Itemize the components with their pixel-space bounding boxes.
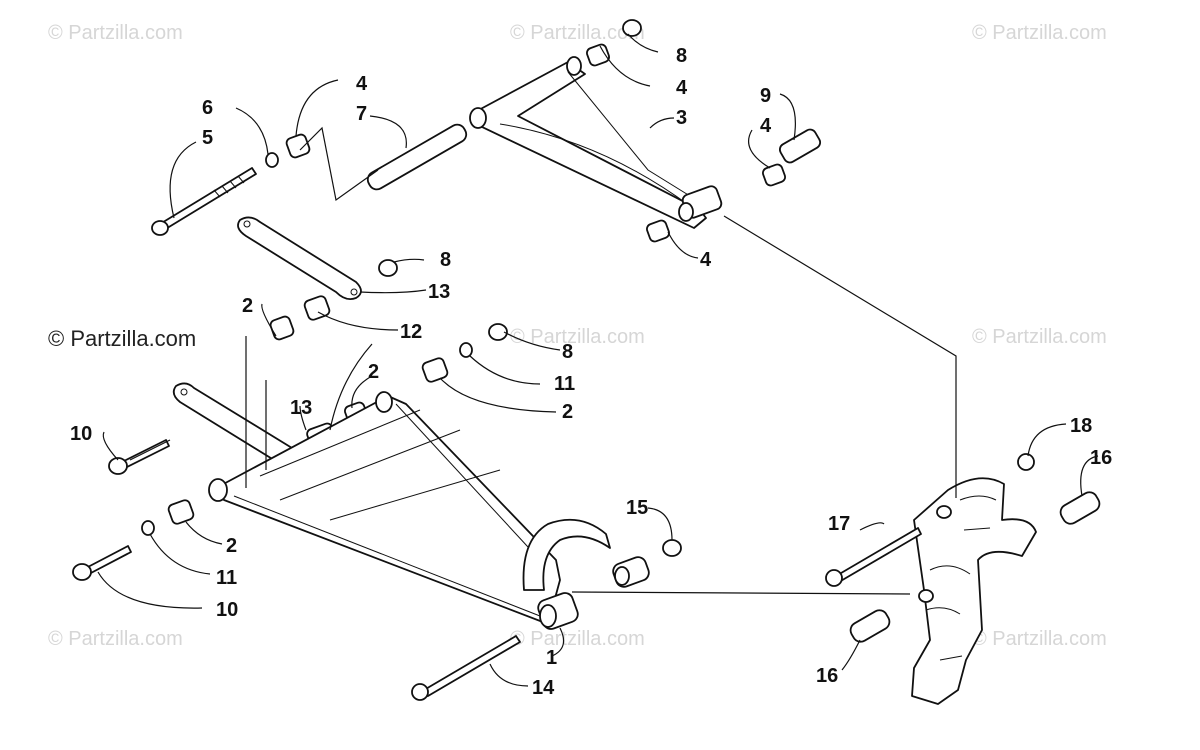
watermark-bottom-center: © Partzilla.com <box>510 628 645 650</box>
watermark-top-right: © Partzilla.com <box>972 22 1107 44</box>
callout-labels: 1 2 2 2 2 3 4 4 4 4 5 6 7 8 8 8 9 10 10 … <box>70 45 1112 699</box>
callout-2-b: 2 <box>368 361 379 383</box>
lower-link <box>172 382 298 467</box>
assembly-lines <box>129 215 957 595</box>
callout-2-c: 2 <box>562 401 573 423</box>
watermark-mid-center: © Partzilla.com <box>510 326 645 348</box>
callout-11-b: 11 <box>216 567 237 589</box>
upper-pivot-sleeve <box>366 123 468 191</box>
upper-bushings <box>265 19 822 243</box>
watermark-bottom-right: © Partzilla.com <box>972 628 1107 650</box>
upper-bolt <box>151 167 257 236</box>
callout-3: 3 <box>676 107 687 129</box>
callout-10-b: 10 <box>216 599 238 621</box>
callout-4-c: 4 <box>760 115 772 137</box>
callout-11-a: 11 <box>554 373 575 395</box>
callout-5: 5 <box>202 127 213 149</box>
callout-8-b: 8 <box>440 249 451 271</box>
callout-8-c: 8 <box>562 341 573 363</box>
callout-1: 1 <box>546 647 557 669</box>
watermark-top-left: © Partzilla.com <box>48 22 183 44</box>
callout-10-a: 10 <box>70 423 92 445</box>
callout-17: 17 <box>828 513 850 535</box>
upper-a-arm <box>469 56 723 229</box>
callout-16-a: 16 <box>1090 447 1112 469</box>
callout-7: 7 <box>356 103 367 125</box>
callout-13-a: 13 <box>428 281 450 303</box>
spindle <box>825 453 1101 705</box>
callout-8-a: 8 <box>676 45 687 67</box>
upper-link <box>237 216 362 301</box>
callout-4-b: 4 <box>676 77 688 99</box>
callout-6: 6 <box>202 97 213 119</box>
callout-2-a: 2 <box>242 295 253 317</box>
callout-4-a: 4 <box>356 73 368 95</box>
callout-18: 18 <box>1070 415 1092 437</box>
callout-4-d: 4 <box>700 249 712 271</box>
watermark-mid-right: © Partzilla.com <box>972 326 1107 348</box>
watermark-main: © Partzilla.com <box>48 326 197 351</box>
lower-a-arm <box>208 391 650 630</box>
callout-12: 12 <box>400 321 422 343</box>
watermark-bottom-left: © Partzilla.com <box>48 628 183 650</box>
upper-zigzag-leader <box>299 126 379 202</box>
callout-leaders <box>97 33 1099 687</box>
callout-13-b: 13 <box>290 397 312 419</box>
callout-2-d: 2 <box>226 535 237 557</box>
callout-16-b: 16 <box>816 665 838 687</box>
watermark-top-center: © Partzilla.com <box>510 22 645 44</box>
callout-9: 9 <box>760 85 771 107</box>
callout-15: 15 <box>626 497 648 519</box>
lower-arm-hardware <box>141 499 682 557</box>
callout-14: 14 <box>532 677 555 699</box>
